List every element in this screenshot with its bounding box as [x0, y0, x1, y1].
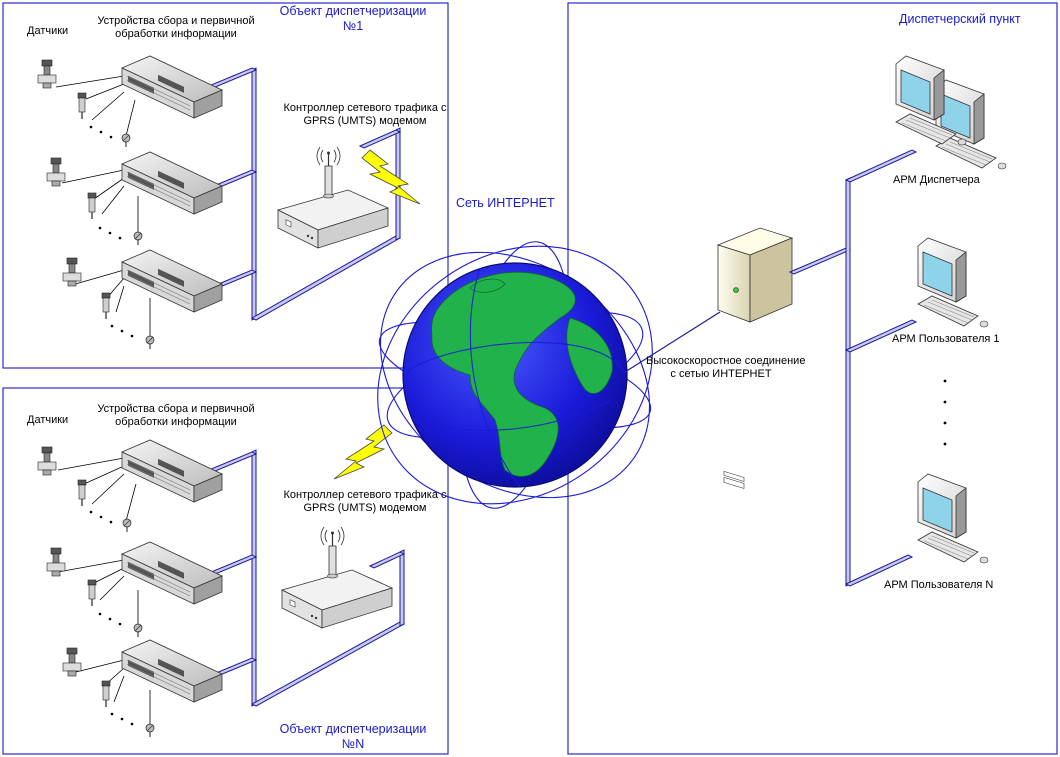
site1-devices-label-line1: Устройства сбора и первичной [97, 15, 255, 27]
siteN-frame [2, 387, 449, 755]
arm-dispatcher-label: АРМ Диспетчера [893, 174, 980, 186]
site1-frame [2, 2, 449, 369]
pressure-sensor-icon [46, 547, 66, 577]
pressure-sensor-icon [37, 446, 57, 476]
round-sensor-icon [145, 335, 155, 350]
acquisition-device [121, 439, 223, 503]
internet-link-label: Высокоскоростное соединение с сетью ИНТЕ… [646, 355, 806, 381]
siteN-devices-label-line2: обработки информации [115, 416, 237, 428]
probe-sensor-icon [101, 680, 111, 708]
pressure-sensor-icon [37, 59, 57, 89]
site1-sensors-label: Датчики [27, 25, 69, 37]
gprs-modem-icon [281, 526, 393, 629]
round-sensor-icon [121, 133, 131, 148]
round-sensor-icon [133, 623, 143, 638]
internet-link-label-line2: с сетью ИНТЕРНЕТ [670, 368, 772, 380]
dispatch-title: Диспетчерский пункт [899, 12, 1021, 26]
site1-title: Объект диспетчеризации №1 [278, 4, 428, 34]
workstation-icon [917, 237, 989, 328]
pressure-sensor-icon [46, 157, 66, 187]
siteN-controller-label-line2: GPRS (UMTS) модемом [303, 502, 427, 514]
workstation-icon [917, 473, 989, 564]
internet-link-label-line1: Высокоскоростное соединение [646, 355, 806, 367]
workstation-icon [935, 79, 1007, 170]
site1-controller-label: Контроллер сетевого трафика с GPRS (UMTS… [282, 102, 448, 128]
acquisition-device [121, 249, 223, 313]
ellipsis-dots [89, 125, 134, 726]
siteN-title-line2: №N [341, 737, 365, 751]
siteN-controller-label: Контроллер сетевого трафика с GPRS (UMTS… [282, 489, 448, 515]
ellipsis-dots [943, 379, 947, 446]
siteN-title-line1: Объект диспетчеризации [279, 722, 427, 736]
round-sensor-icon [145, 723, 155, 738]
acquisition-device [121, 639, 223, 703]
server-icon [624, 227, 794, 489]
site1-controller-label-line2: GPRS (UMTS) модемом [303, 115, 427, 127]
acquisition-device [121, 541, 223, 605]
siteN-devices-label-line1: Устройства сбора и первичной [97, 403, 255, 415]
arm-userN-label: АРМ Пользователя N [884, 579, 994, 591]
siteN-sensors-label: Датчики [27, 414, 69, 426]
round-sensor-icon [133, 231, 143, 246]
siteN-title: Объект диспетчеризации №N [278, 722, 428, 752]
probe-sensor-icon [87, 192, 97, 220]
dispatch-bus [844, 149, 918, 587]
probe-sensor-icon [87, 579, 97, 607]
server-link-bus [788, 247, 852, 275]
acquisition-device [121, 151, 223, 215]
siteN-devices-label: Устройства сбора и первичной обработки и… [97, 403, 255, 429]
round-sensor-icon [122, 518, 132, 533]
arm-user1-label: АРМ Пользователя 1 [892, 333, 1000, 345]
site1-devices-label: Устройства сбора и первичной обработки и… [97, 15, 255, 41]
site1-title-line1: Объект диспетчеризации [279, 4, 427, 18]
siteN-controller-label-line1: Контроллер сетевого трафика с [283, 489, 447, 501]
lightning-icon [361, 149, 421, 205]
site1-devices-label-line2: обработки информации [115, 28, 237, 40]
probe-sensor-icon [77, 479, 87, 507]
probe-sensor-icon [77, 92, 87, 120]
site1-controller-label-line1: Контроллер сетевого трафика с [283, 102, 447, 114]
acquisition-device [121, 55, 223, 119]
internet-globe-icon [377, 241, 653, 509]
probe-sensor-icon [101, 292, 111, 320]
pressure-sensor-icon [62, 257, 82, 287]
internet-label: Сеть ИНТЕРНЕТ [456, 196, 555, 210]
site1-title-line2: №1 [342, 19, 364, 33]
